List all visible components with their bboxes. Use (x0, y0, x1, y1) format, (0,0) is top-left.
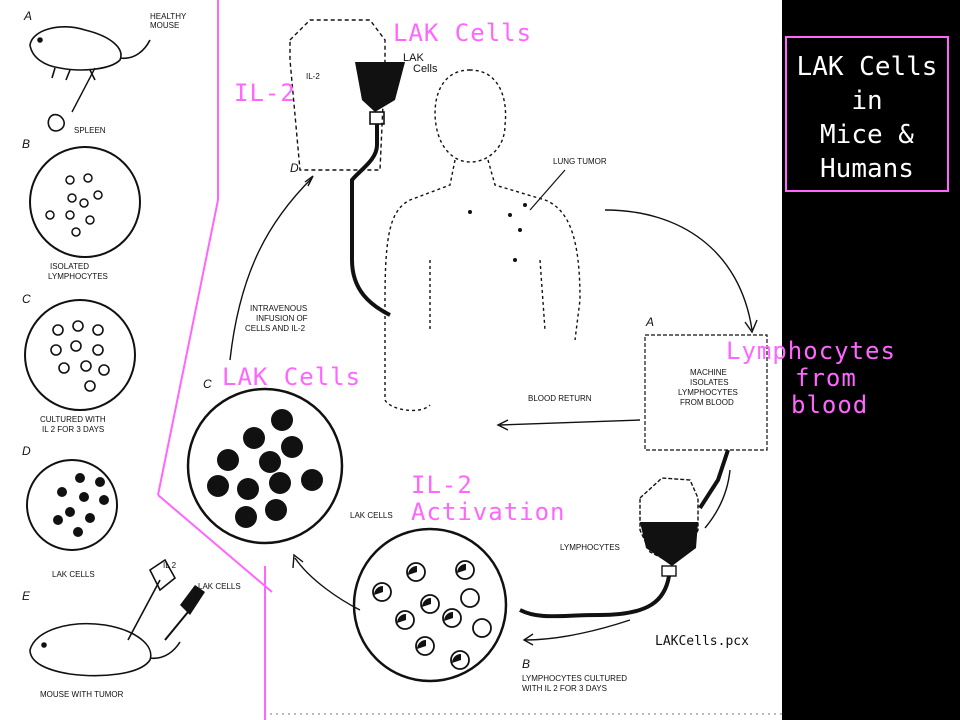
mouse-with-tumor-label: MOUSE WITH TUMOR (40, 690, 124, 699)
mouse-step-d: d (22, 444, 31, 458)
mouse-with-tumor-icon (29, 558, 181, 677)
lak-bag-icon (355, 62, 405, 112)
bag-tube (519, 575, 671, 619)
lung-tumor-spots (468, 203, 527, 262)
title-line-1: LAK Cells (796, 52, 938, 82)
spleen-icon (47, 113, 65, 132)
isolated-label-2: LYMPHOCYTES (48, 272, 108, 281)
isolated-lymphocytes-cells (45, 173, 103, 237)
patient-figure (384, 69, 581, 412)
mouse-lak-bag-icon (180, 585, 205, 615)
lak-cells-dish (186, 387, 344, 545)
machine-label-4: FROM BLOOD (680, 398, 734, 407)
infusion-label-3: CELLS AND IL-2 (245, 324, 306, 333)
title-box: LAK Cells in Mice & Humans (785, 36, 949, 192)
filename-label: LAKCells.pcx (655, 634, 749, 649)
title-line-3: Mice & (820, 120, 914, 150)
healthy-mouse-label-1: HEALTHY (150, 12, 187, 21)
isolated-lymphocytes-dish (29, 146, 141, 258)
infusion-label-2: INFUSION OF (256, 314, 308, 323)
lak-cells (207, 409, 323, 528)
cultured-label-1: CULTURED WITH (40, 415, 106, 424)
mouse-lak-cells-e-label: LAK CELLS (198, 582, 241, 591)
human-step-a: a (646, 315, 655, 329)
blood-return-label: BLOOD RETURN (528, 394, 592, 403)
machine-tube (698, 449, 730, 510)
lymphocytes-label-2: from (795, 364, 857, 392)
il2-activation-label-2: Activation (411, 498, 566, 526)
human-step-c: c (203, 377, 212, 391)
arrow-to-spleen (71, 67, 96, 113)
mouse-lak-cells-dish (26, 459, 118, 551)
mouse-step-b: b (22, 137, 31, 151)
lymphocytes-label-3: blood (791, 391, 869, 419)
machine-label-3: LYMPHOCYTES (678, 388, 738, 397)
mouse-step-a: a (24, 9, 33, 23)
lymphocytes-bag-label: LYMPHOCYTES (560, 543, 620, 552)
lung-tumor-label: LUNG TUMOR (553, 157, 607, 166)
bag-lak-label-2: Cells (413, 63, 438, 75)
mouse-step-c: c (22, 292, 31, 306)
title-line-4: Humans (820, 154, 914, 184)
mouse-il2-label: IL 2 (163, 561, 177, 570)
blood-machine-icon (644, 334, 768, 451)
lung-tumor-pointer (529, 169, 566, 211)
il2-activation-label-1: IL-2 (411, 471, 473, 499)
infusion-tube (350, 124, 391, 317)
spleen-label: SPLEEN (74, 126, 106, 135)
healthy-mouse-icon (29, 26, 151, 81)
cultured-dish (352, 527, 508, 683)
mouse-lak-cells (53, 473, 109, 537)
mouse-step-e: e (22, 589, 31, 603)
human-step-d: d (290, 161, 299, 175)
il2-top-label: IL-2 (234, 79, 296, 107)
cultured-cells (372, 560, 492, 670)
lymphocytes-bag-fill (640, 522, 698, 566)
lak-cells-mid-label: LAK Cells (222, 363, 362, 391)
human-cultured-label-1: LYMPHOCYTES CULTURED (522, 674, 628, 683)
cultured-cell-shading (374, 564, 466, 663)
isolated-label-1: ISOLATED (50, 262, 89, 271)
human-cultured-label-2: WITH IL 2 FOR 3 DAYS (522, 684, 607, 693)
healthy-mouse-label-2: MOUSE (150, 21, 180, 30)
panel-dividers (157, 0, 273, 720)
lak-cells-top-label: LAK Cells (393, 19, 533, 47)
mouse-lak-cells-label: LAK CELLS (52, 570, 95, 579)
machine-label-1: MACHINE (690, 368, 727, 377)
lymphocytes-label-1: Lymphocytes (726, 337, 896, 365)
cultured-label-2: IL 2 FOR 3 DAYS (42, 425, 105, 434)
lak-cells-small-label: LAK CELLS (350, 511, 393, 520)
mouse-lak-tube (164, 611, 189, 641)
bag-lak-label-1: LAK (403, 52, 424, 64)
cycle-arrows (229, 175, 758, 646)
title-line-2: in (851, 86, 883, 116)
cultured-lymphocytes-dish (24, 299, 136, 411)
bag-il2-label: IL-2 (306, 72, 320, 81)
human-step-b: b (522, 657, 531, 671)
machine-label-2: ISOLATES (690, 378, 729, 387)
il2-bag-icon (289, 19, 386, 171)
cultured-lymphocytes-cells (50, 320, 110, 392)
infusion-label-1: INTRAVENOUS (250, 304, 308, 313)
